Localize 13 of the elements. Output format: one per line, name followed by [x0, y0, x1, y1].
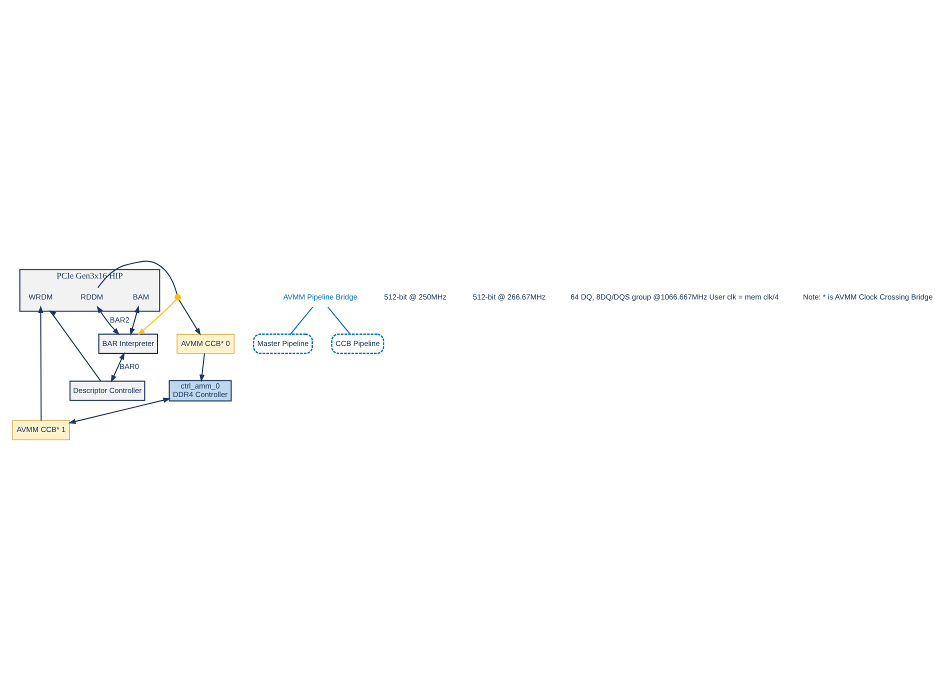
arrow: [199, 353, 206, 382]
connector: [97, 260, 178, 294]
arrow: [96, 305, 120, 335]
arrow: [68, 397, 171, 424]
arrow: [110, 352, 125, 382]
connector: [290, 306, 314, 334]
arrow: [38, 305, 44, 420]
arrow: [130, 305, 140, 336]
arrow: [138, 298, 176, 335]
connector: [327, 306, 351, 334]
arrow: [48, 310, 102, 381]
node-circle: [174, 294, 182, 300]
arrow: [178, 299, 201, 336]
